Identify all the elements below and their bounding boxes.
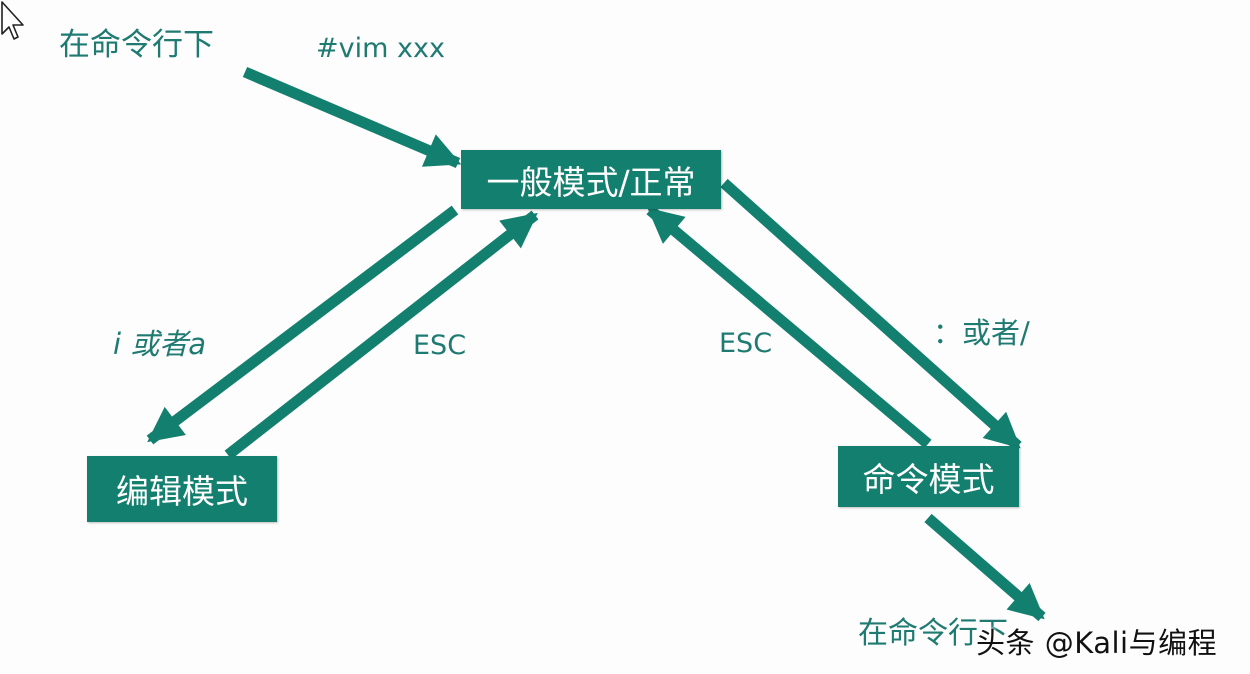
arrow-edit-to-normal — [224, 210, 539, 460]
start-cmdline-label: 在命令行下 — [59, 27, 214, 63]
mouse-pointer-icon — [1, 1, 24, 40]
command-mode-node: 命令模式 — [838, 446, 1019, 507]
arrow-command-to-normal — [646, 205, 932, 449]
edit-mode-node: 编辑模式 — [87, 456, 277, 522]
arrow-normal-to-command — [720, 178, 1022, 451]
arrow-normal-to-edit — [146, 205, 459, 445]
cmd-esc-label: ESC — [719, 328, 773, 359]
arrow-command-to-end — [924, 513, 1046, 622]
watermark: 头条 @Kali与编程 — [976, 626, 1218, 660]
to-edit-label: i 或者a — [113, 327, 207, 361]
end-cmdline-label: 在命令行下 — [858, 616, 1008, 651]
start-command-label: #vim xxx — [316, 33, 445, 64]
edit-esc-label: ESC — [413, 330, 467, 361]
to-cmd-label: ：或者/ — [933, 316, 1030, 350]
arrow-start-to-normal — [242, 66, 462, 169]
normal-mode-node: 一般模式/正常 — [461, 150, 721, 209]
